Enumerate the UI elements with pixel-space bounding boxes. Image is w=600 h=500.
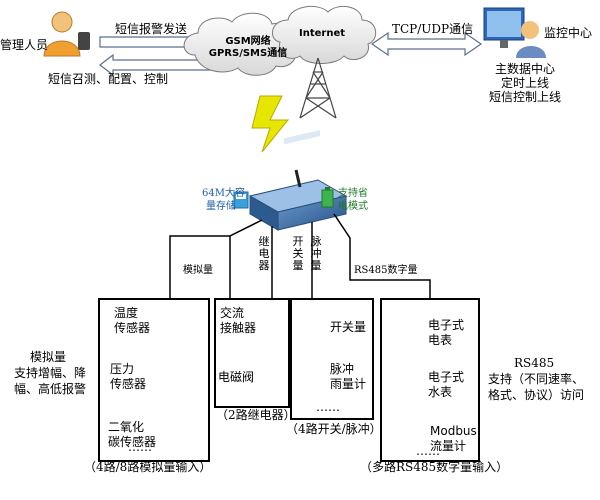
switch-item-rain-gauge: 脉冲 雨量计 [330,362,367,391]
storage-label-2: 量存储 [206,201,236,212]
monitor-line-3: 短信控制上线 [488,90,561,104]
antenna-tower [299,57,337,119]
rs485-group-box [380,298,480,462]
admin-person-icon [43,11,90,57]
internet-label: Internet [298,28,345,39]
rs485-caption: （多路RS485数字量输入） [360,460,509,474]
cloud-gsm-label: GSM网络 [225,36,271,47]
monitor-center-label: 监控中心 [544,26,593,40]
internet-cloud [272,5,377,64]
storage-label-1: 64M大容 [202,188,245,199]
rs485-more: …… [416,444,440,458]
rs485-item-water-meter: 电子式 水表 [428,370,465,399]
branch-analog-label: 模拟量 [183,265,213,276]
relay-caption: （2路继电器） [216,408,296,422]
branch-switch-label: 开关量 [292,235,304,272]
branch-pulse-label: 脉冲量 [310,235,322,272]
analog-group-box [98,298,210,462]
analog-note-3: 幅、高低报警 [14,382,87,396]
rs485-note-3: 格式、协议）访问 [488,388,585,402]
relay-item-contactor: 交流 接触器 [220,306,257,335]
switch-item-switch: 开关量 [330,320,367,334]
switch-group-box [290,298,374,420]
monitor-line-2: 定时上线 [500,76,549,90]
rs485-note-2: 支持（不同速率、 [488,372,585,386]
monitor-line-1: 主数据中心 [494,62,555,76]
storage-icon [233,191,249,209]
analog-item-co2: 二氧化 碳传感器 [108,420,157,449]
tcp-udp-label: TCP/UDP通信 [392,22,474,36]
lightning-bolt [251,95,290,153]
sms-control-label: 短信召测、配置、控制 [48,72,169,86]
relay-item-valve: 电磁阀 [218,370,255,384]
analog-note-1: 模拟量 [30,350,67,364]
monitor-center-icon [483,7,546,58]
power-label-1: 支持省 [338,188,368,199]
analog-note-2: 支持增幅、降 [14,366,87,380]
analog-item-pressure: 压力 传感器 [110,362,147,391]
relay-group-box [214,298,290,408]
branch-relay-label: 继电器 [258,235,270,272]
switch-more: …… [316,400,340,414]
admin-label: 管理人员 [0,38,49,52]
rs485-item-flow-meter: Modbus 流量计 [430,424,477,453]
sms-send-label: 短信报警发送 [115,22,188,36]
branch-lines [169,213,431,298]
analog-caption: （4路/8路模拟量输入） [84,460,212,474]
branch-rs485-label: RS485数字量 [354,265,418,276]
tcp-udp-arrow [370,31,483,57]
rs485-item-electric-meter: 电子式 电表 [428,318,465,347]
power-label-2: 电模式 [338,201,368,212]
analog-more: …… [128,440,152,454]
rs485-note-1: RS485 [514,356,555,370]
analog-item-temperature: 温度 传感器 [114,306,151,335]
sms-control-arrow [99,53,219,77]
battery-icon [321,187,334,208]
cloud-gprs-label: GPRS/SMS通信 [208,48,288,59]
switch-caption: （4路开关/脉冲） [286,422,382,436]
